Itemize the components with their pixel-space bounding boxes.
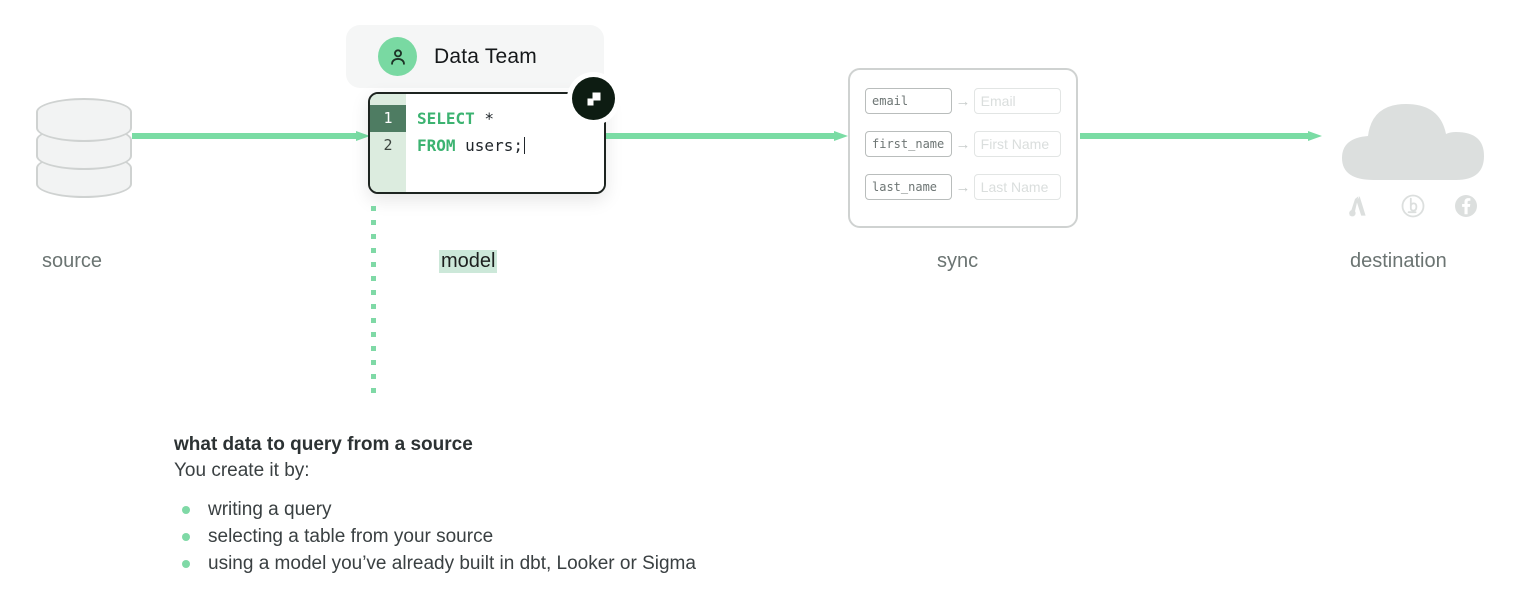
text-caret	[523, 137, 525, 154]
field-mapping-row[interactable]: last_name → Last Name	[865, 174, 1062, 200]
destination-platform-icons	[1346, 192, 1480, 220]
list-item-label: selecting a table from your source	[208, 526, 494, 547]
flow-arrow-source-to-model	[132, 131, 370, 141]
sql-keyword: SELECT	[417, 109, 475, 128]
bullet-icon	[182, 533, 190, 541]
google-ads-icon	[1349, 196, 1366, 217]
destination-field-input[interactable]: First Name	[973, 131, 1062, 157]
destination-node	[1330, 92, 1496, 232]
description-subtitle: You create it by:	[174, 460, 310, 481]
description-block: what data to query from a source You cre…	[174, 434, 1074, 577]
field-mapping-row[interactable]: first_name → First Name	[865, 131, 1062, 157]
list-item-label: writing a query	[208, 499, 332, 520]
stage-label-source: source	[42, 250, 103, 272]
arrow-head	[834, 131, 848, 141]
description-list: writing a query selecting a table from y…	[174, 496, 1074, 577]
braze-icon	[1401, 194, 1425, 218]
destination-field-input[interactable]: Last Name	[973, 174, 1062, 200]
arrow-head	[1308, 131, 1322, 141]
list-item-label: using a model you’ve already built in db…	[208, 553, 696, 574]
arrow-shaft	[1080, 133, 1308, 139]
hightouch-logo-icon	[572, 77, 615, 120]
mapping-arrow-icon: →	[955, 135, 971, 153]
stage-label-destination: destination	[1350, 250, 1447, 272]
gutter-line-number: 2	[383, 136, 393, 154]
arrow-head	[356, 131, 370, 141]
flow-arrow-sync-to-destination	[1080, 131, 1322, 141]
sql-keyword: FROM	[417, 136, 456, 155]
destination-field-input[interactable]: Email	[973, 88, 1062, 114]
arrow-shaft	[132, 133, 356, 139]
bullet-icon	[182, 560, 190, 568]
sync-field-mapping-panel: email → Email first_name → First Name la…	[848, 68, 1078, 228]
list-item: writing a query	[174, 496, 1074, 523]
sql-code-editor[interactable]: 1 2 SELECT * FROM users;	[368, 92, 606, 194]
cloud-icon	[1342, 104, 1484, 180]
sql-expression: *	[474, 109, 495, 128]
database-layer	[36, 98, 132, 142]
data-team-card[interactable]: Data Team	[346, 25, 604, 88]
list-item: using a model you’ve already built in db…	[174, 550, 1074, 577]
facebook-icon	[1455, 195, 1477, 217]
code-line-2: FROM users;	[417, 132, 604, 159]
sql-expression: users;	[455, 136, 523, 155]
code-line-1: SELECT *	[417, 105, 604, 132]
mapping-arrow-icon: →	[955, 92, 971, 110]
arrow-shaft	[606, 133, 834, 139]
bullet-icon	[182, 506, 190, 514]
editor-code-area[interactable]: SELECT * FROM users;	[406, 94, 604, 192]
list-item: selecting a table from your source	[174, 523, 1074, 550]
user-icon	[378, 37, 417, 76]
source-database-icon	[36, 98, 132, 198]
mapping-arrow-icon: →	[955, 178, 971, 196]
editor-gutter: 1 2	[370, 94, 406, 192]
gutter-pad	[370, 94, 406, 105]
source-field-input[interactable]: last_name	[865, 174, 953, 200]
source-field-input[interactable]: first_name	[865, 131, 953, 157]
field-mapping-row[interactable]: email → Email	[865, 88, 1062, 114]
flow-arrow-model-to-sync	[606, 131, 848, 141]
description-title: what data to query from a source	[174, 434, 473, 455]
dotted-connector	[371, 206, 377, 400]
stage-label-sync: sync	[937, 250, 979, 272]
gutter-line-number: 1	[370, 105, 406, 132]
source-field-input[interactable]: email	[865, 88, 953, 114]
data-team-label: Data Team	[434, 44, 537, 68]
stage-label-model: model	[439, 250, 498, 273]
